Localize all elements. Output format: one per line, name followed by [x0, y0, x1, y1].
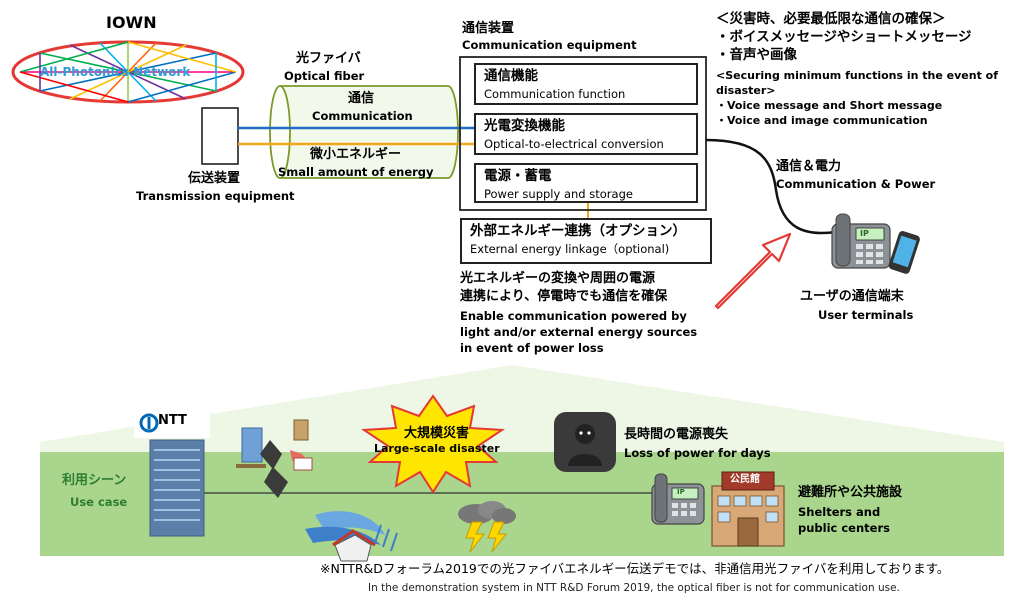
equipment-title-en: Communication equipment: [462, 38, 637, 52]
fiber-title-jp: 光ファイバ: [296, 51, 361, 66]
iown-title: IOWN: [106, 13, 157, 32]
user-terminals-jp: ユーザの通信端末: [800, 289, 904, 304]
storm-icon: [458, 501, 516, 553]
community-center-sign: 公民館: [730, 474, 760, 485]
power-loss-en: Loss of power for days: [624, 446, 771, 460]
smartphone-icon: [888, 231, 920, 274]
enable-jp-line1: 光エネルギーの変換や周囲の電源: [460, 271, 656, 286]
community-center-icon: [711, 471, 785, 547]
disaster-notes-en-title2: disaster>: [716, 84, 776, 97]
module-label-en: Optical-to-electrical conversion: [484, 136, 664, 151]
desk-phone-screen-label: IP: [860, 229, 869, 238]
enable-en-line2: light and/or external energy sources: [460, 325, 698, 339]
disaster-notes-en-title1: <Securing minimum functions in the event…: [716, 69, 999, 82]
ntt-building: [149, 439, 205, 537]
ntt-logo-icon: [134, 408, 210, 438]
disaster-burst: [360, 394, 506, 494]
fiber-energy-en: Small amount of energy: [278, 165, 434, 179]
transmission-box: [201, 107, 239, 165]
earthquake-icon: [236, 419, 313, 498]
disaster-notes-en-item1: ・Voice message and Short message: [716, 99, 943, 112]
module-label-jp: 光電変換機能: [484, 118, 565, 134]
user-terminals-en: User terminals: [818, 308, 914, 322]
shelter-phone-screen-label: IP: [677, 488, 685, 496]
module-label-jp: 通信機能: [484, 68, 538, 84]
fiber-comm-en: Communication: [312, 109, 413, 123]
use-case-label-en: Use case: [70, 495, 128, 509]
typhoon-icon: [305, 511, 398, 562]
module-communication-function: 通信機能 Communication function: [474, 63, 698, 105]
enable-en-line1: Enable communication powered by: [460, 309, 687, 323]
enable-jp-line2: 連携により、停電時でも通信を確保: [460, 289, 668, 304]
disaster-notes-jp-item2: ・音声や画像: [716, 47, 797, 63]
transmission-equipment-en: Transmission equipment: [136, 189, 295, 203]
alert-arrow: [714, 232, 792, 310]
fiber-energy-jp: 微小エネルギー: [310, 147, 402, 162]
module-label-en: Power supply and storage: [484, 186, 633, 201]
fiber-cylinder: [280, 85, 459, 179]
iown-mesh: [19, 41, 237, 103]
module-external-energy: 外部エネルギー連携（オプション） External energy linkage…: [460, 218, 712, 264]
all-photonics-network-label: All-Photonics Network: [40, 65, 191, 79]
comm-power-jp: 通信＆電力: [776, 159, 842, 174]
equipment-frame: [459, 56, 707, 211]
module-label-en: External energy linkage（optional): [470, 241, 670, 256]
fiber-title-en: Optical fiber: [284, 69, 365, 83]
enable-en-line3: in event of power loss: [460, 341, 604, 355]
module-power-storage: 電源・蓄電 Power supply and storage: [474, 163, 698, 203]
module-label-jp: 外部エネルギー連携（オプション）: [470, 223, 686, 239]
ntt-logo-text: NTT: [158, 413, 187, 428]
power-loss-jp: 長時間の電源喪失: [624, 427, 729, 442]
footnote-en: In the demonstration system in NTT R&D F…: [368, 582, 900, 594]
power-loss-icon: [554, 412, 616, 472]
disaster-jp: 大規模災害: [404, 426, 470, 441]
footnote-jp: ※NTTR&Dフォーラム2019での光ファイバエネルギー伝送デモでは、非通信用光…: [320, 561, 950, 576]
desk-phone-icon: [831, 213, 891, 269]
fiber-end: [269, 85, 291, 179]
shelter-en-line1: Shelters and: [798, 505, 881, 519]
shelter-en-line2: public centers: [798, 521, 890, 535]
disaster-notes-jp-item1: ・ボイスメッセージやショートメッセージ: [716, 29, 972, 45]
terminal-cable: [705, 138, 837, 235]
disaster-en: Large-scale disaster: [374, 442, 500, 455]
use-case-label-jp: 利用シーン: [62, 473, 127, 488]
disaster-notes-jp-title: ＜災害時、必要最低限な通信の確保＞: [716, 11, 946, 27]
fiber-comm-jp: 通信: [348, 91, 375, 106]
disaster-notes-en-item2: ・Voice and image communication: [716, 114, 928, 127]
shelter-jp: 避難所や公共施設: [798, 485, 903, 500]
module-label-en: Communication function: [484, 86, 626, 101]
module-optical-conversion: 光電変換機能 Optical-to-electrical conversion: [474, 113, 698, 155]
module-label-jp: 電源・蓄電: [484, 168, 552, 184]
transmission-equipment-jp: 伝送装置: [188, 171, 241, 186]
equipment-title-jp: 通信装置: [462, 21, 515, 36]
shelter-phone-icon: [651, 473, 705, 525]
comm-power-en: Communication & Power: [776, 177, 936, 191]
